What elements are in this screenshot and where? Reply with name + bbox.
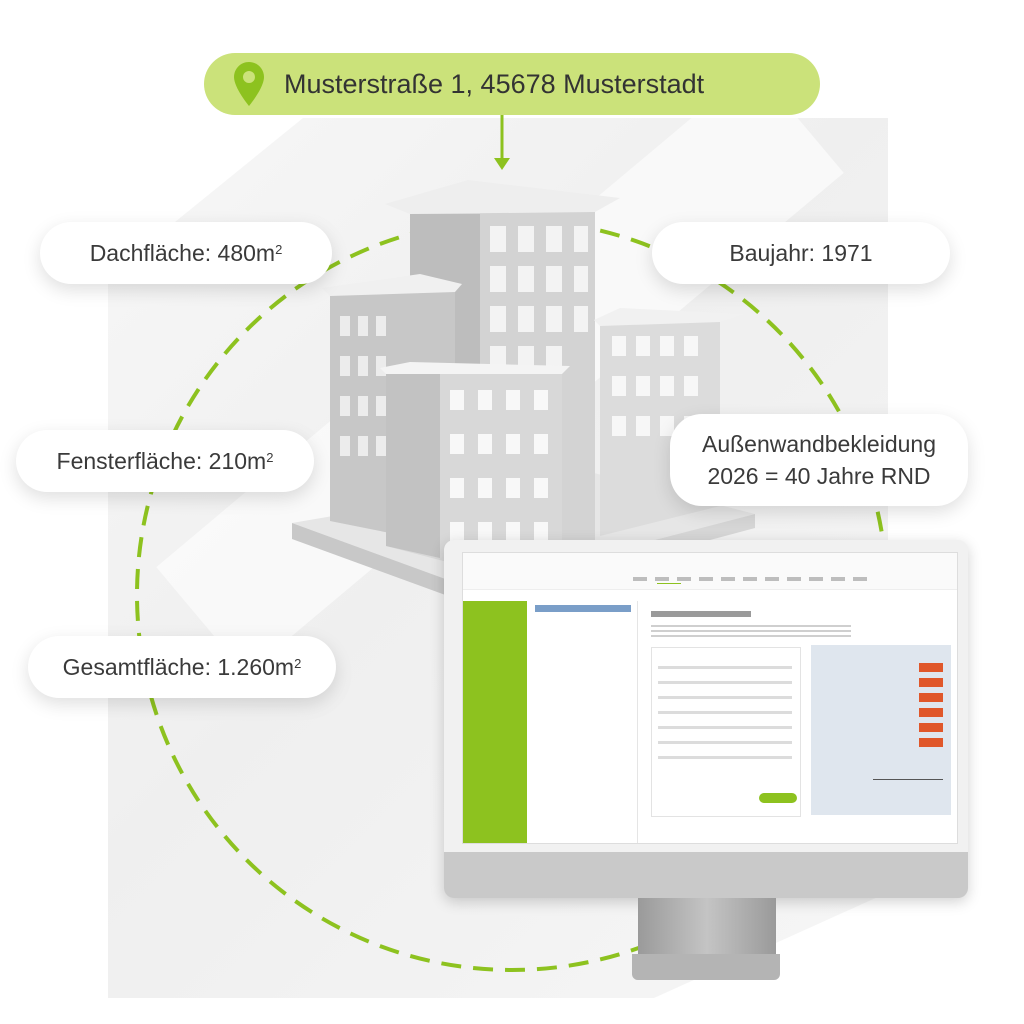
monitor-screen — [462, 552, 958, 844]
connector-arrow — [494, 158, 510, 170]
monitor-chin — [444, 852, 968, 898]
monitor-stand-base — [632, 954, 780, 980]
screen-total-divider — [873, 779, 943, 780]
total-area-label: Gesamtfläche: 1.260m — [62, 653, 295, 680]
facade-cladding-pill: Außenwandbekleidung 2026 = 40 Jahre RND — [670, 414, 968, 506]
monitor-mockup — [444, 540, 968, 898]
screen-sidebar — [463, 601, 527, 843]
screen-calculate-button — [759, 793, 797, 803]
roof-area-unit-exponent: 2 — [275, 241, 283, 257]
monitor-stand-neck — [638, 898, 776, 956]
screen-results-panel — [811, 645, 951, 815]
construction-year-pill: Baujahr: 1971 — [652, 222, 950, 284]
screen-active-tab-indicator — [657, 583, 681, 584]
window-area-label: Fensterfläche: 210m — [56, 447, 267, 474]
construction-year-label: Baujahr: 1971 — [729, 239, 873, 266]
screen-description-placeholder — [651, 625, 851, 639]
screen-table-rows — [658, 666, 792, 766]
screen-topbar — [463, 553, 957, 590]
total-area-unit-exponent: 2 — [294, 655, 302, 671]
building-illustration — [292, 180, 755, 604]
address-pill: Musterstraße 1, 45678 Musterstadt — [204, 53, 820, 115]
screen-component-table — [651, 647, 801, 817]
window-area-unit-exponent: 2 — [266, 449, 274, 465]
roof-area-label: Dachfläche: 480m — [89, 239, 276, 266]
facade-cladding-rnd: 2026 = 40 Jahre RND — [707, 463, 931, 489]
screen-tree-panel — [529, 601, 638, 843]
screen-heading-placeholder — [651, 611, 751, 617]
screen-result-badges — [919, 663, 943, 751]
map-pin-icon — [234, 62, 264, 106]
screen-tab-bar — [633, 577, 873, 581]
facade-cladding-title: Außenwandbekleidung — [701, 431, 936, 457]
screen-tree-header — [535, 605, 631, 612]
address-text: Musterstraße 1, 45678 Musterstadt — [284, 68, 705, 99]
